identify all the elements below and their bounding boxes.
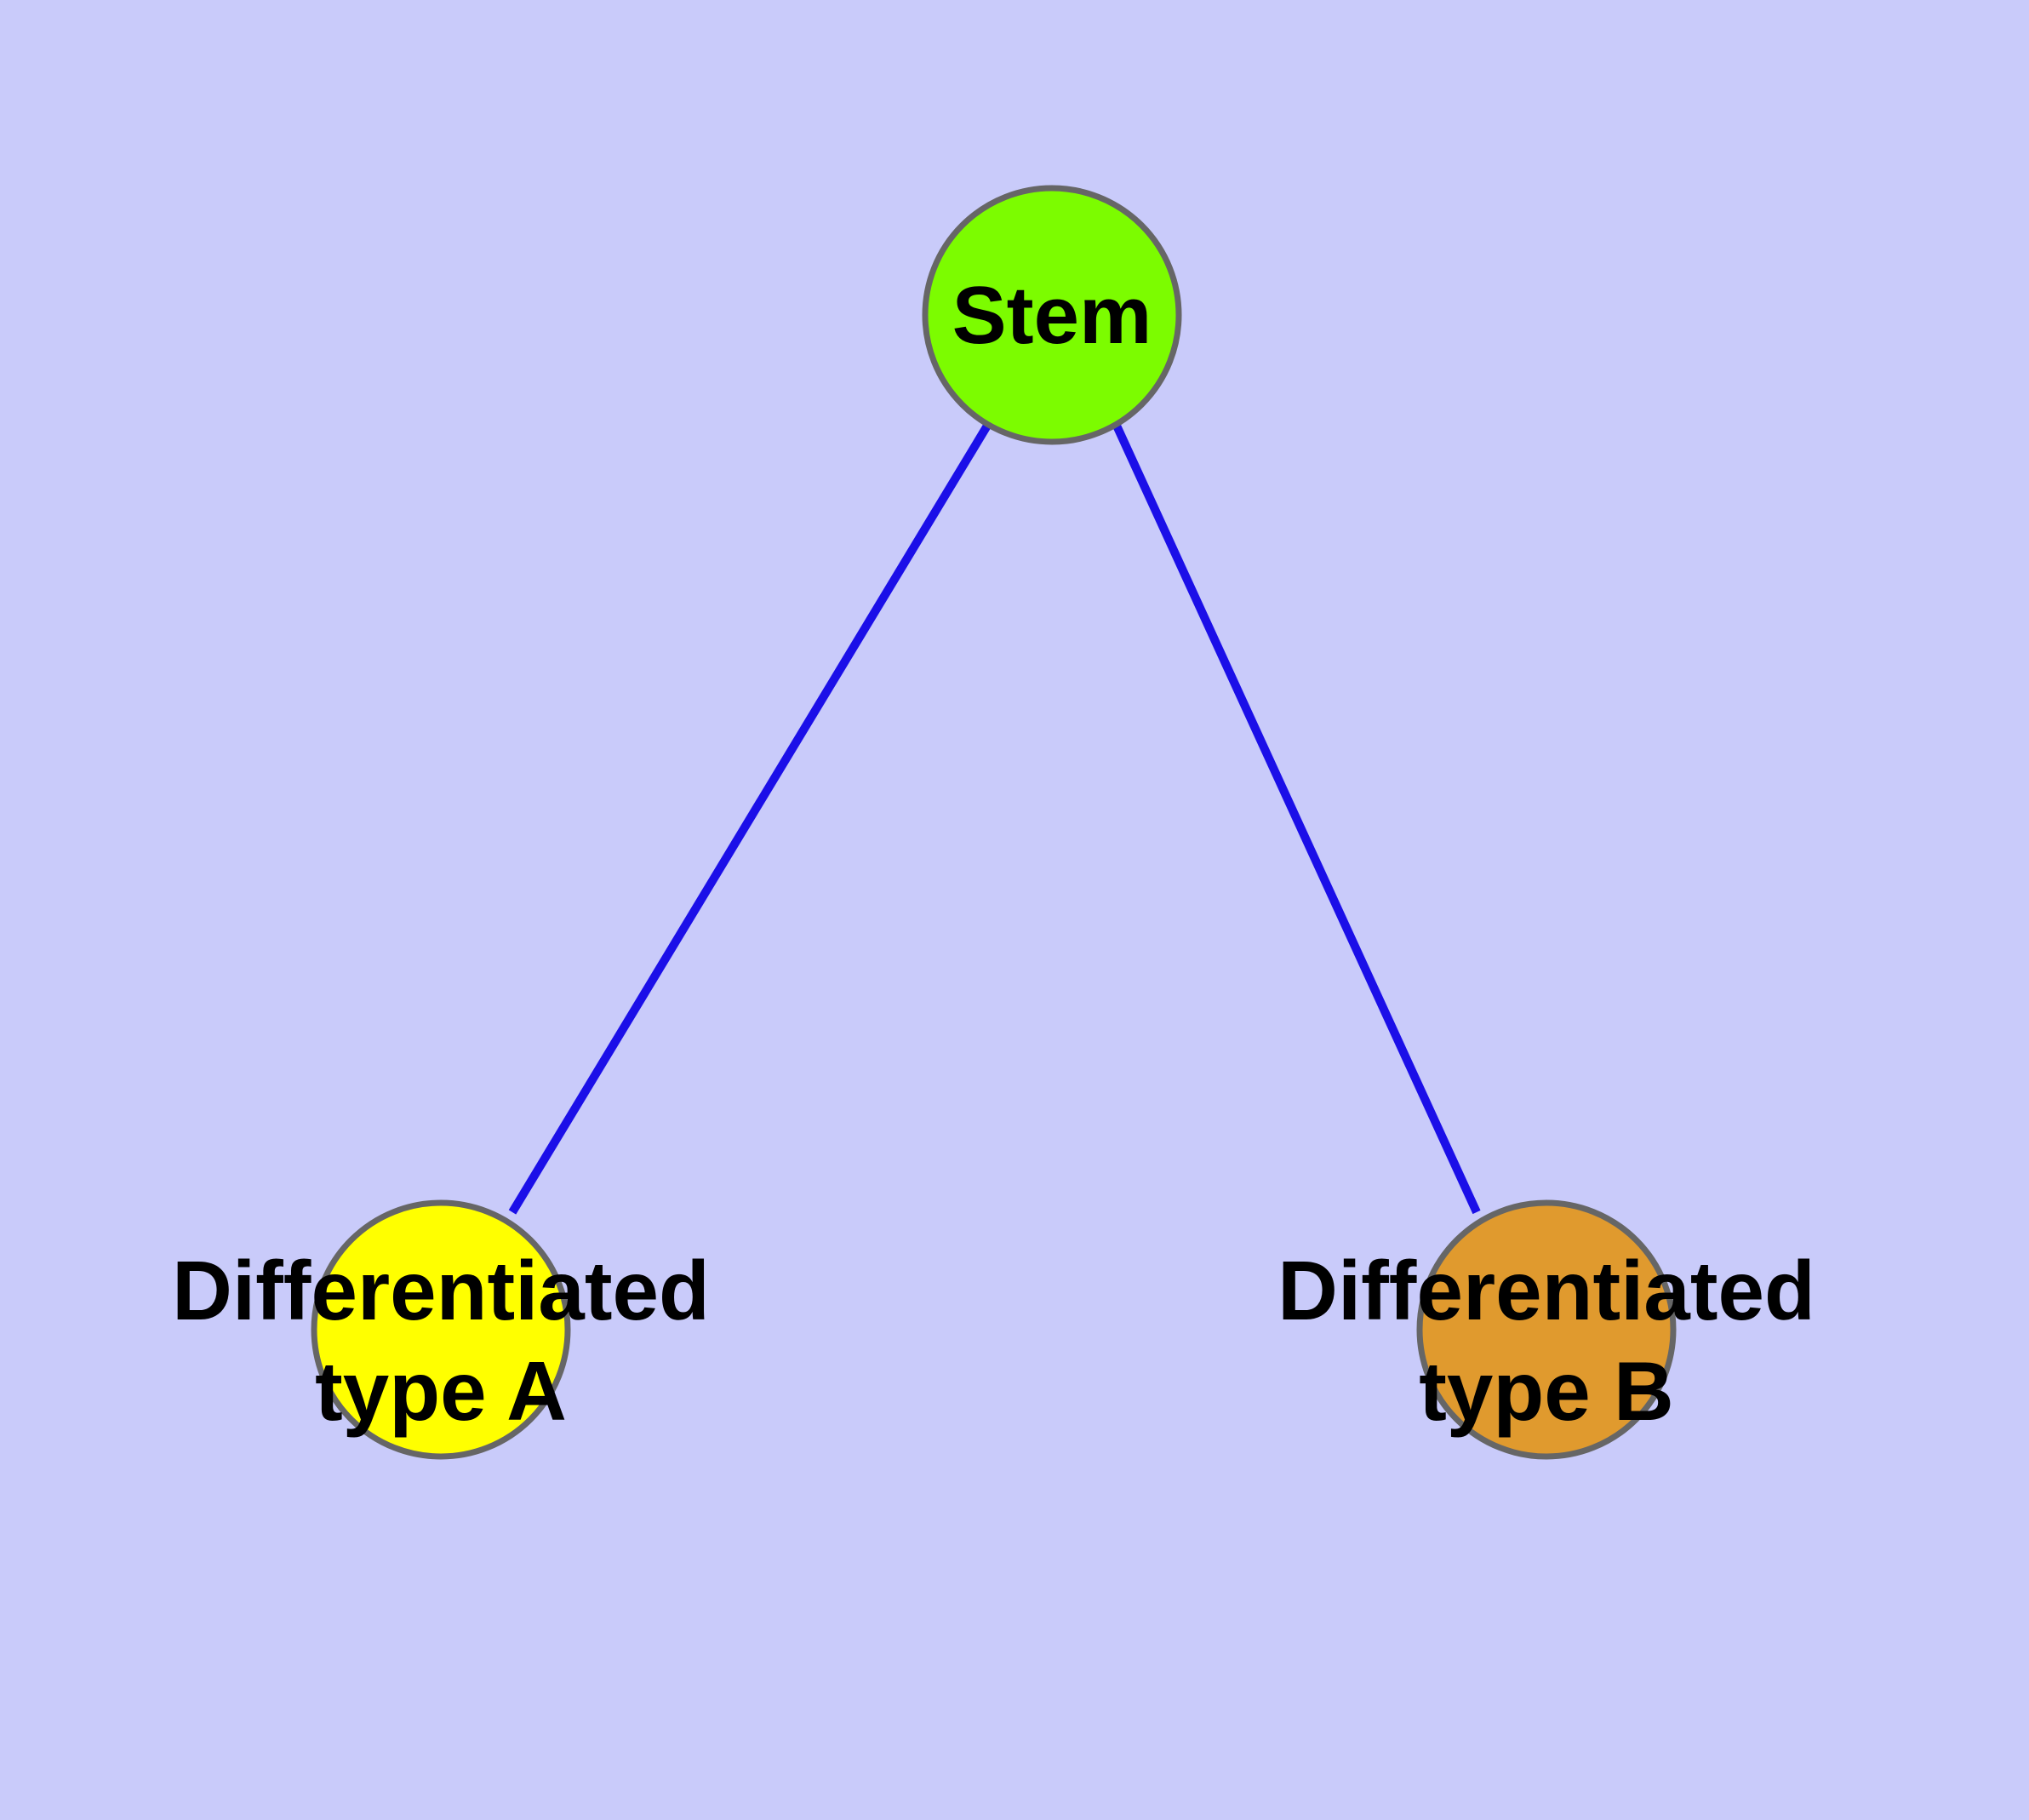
edge-stem-to-differentiated-type-b[interactable] <box>1112 423 1481 1215</box>
node-differentiated-type-a[interactable]: Differentiated type A <box>172 1199 710 1460</box>
node-differentiated-type-a-label-line-0: Differentiated <box>172 1244 710 1337</box>
node-differentiated-type-a-label-line-1: type A <box>315 1344 567 1438</box>
node-stem[interactable]: Stem <box>922 185 1182 445</box>
node-stem-label-line-0: Stem <box>952 270 1152 361</box>
node-differentiated-type-b-label-line-1: type B <box>1419 1344 1674 1438</box>
node-differentiated-type-a-circle[interactable] <box>311 1199 571 1460</box>
node-group: Stem Differentiated type A Differentiate… <box>172 185 1815 1460</box>
node-differentiated-type-b-label-line-0: Differentiated <box>1277 1244 1815 1337</box>
edge-group <box>508 423 1481 1215</box>
node-differentiated-type-b[interactable]: Differentiated type B <box>1277 1199 1815 1460</box>
node-differentiated-type-b-circle[interactable] <box>1416 1199 1677 1460</box>
edge-stem-to-differentiated-type-a[interactable] <box>508 423 992 1215</box>
node-stem-circle[interactable] <box>922 185 1182 445</box>
